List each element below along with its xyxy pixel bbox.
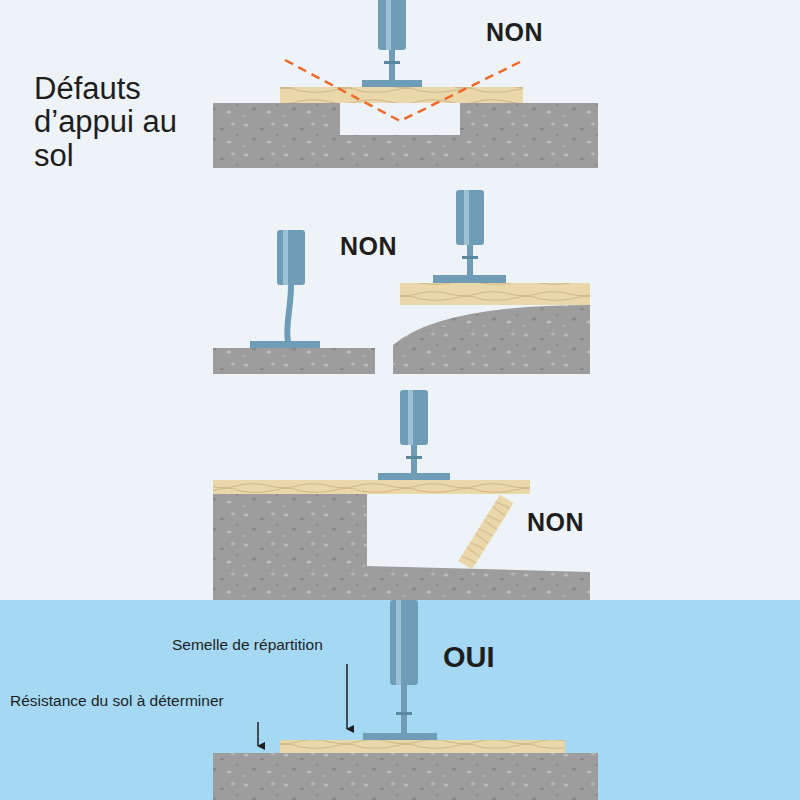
verdict-label: NON [486, 18, 543, 47]
part-label: Résistance du sol à déterminer [10, 692, 224, 710]
part-label: Semelle de répartition [172, 636, 323, 654]
verdict-label: OUI [443, 641, 495, 674]
verdict-label: NON [527, 508, 584, 537]
verdict-label: NON [340, 232, 397, 261]
heading: Défauts d’appui au sol [34, 72, 184, 172]
